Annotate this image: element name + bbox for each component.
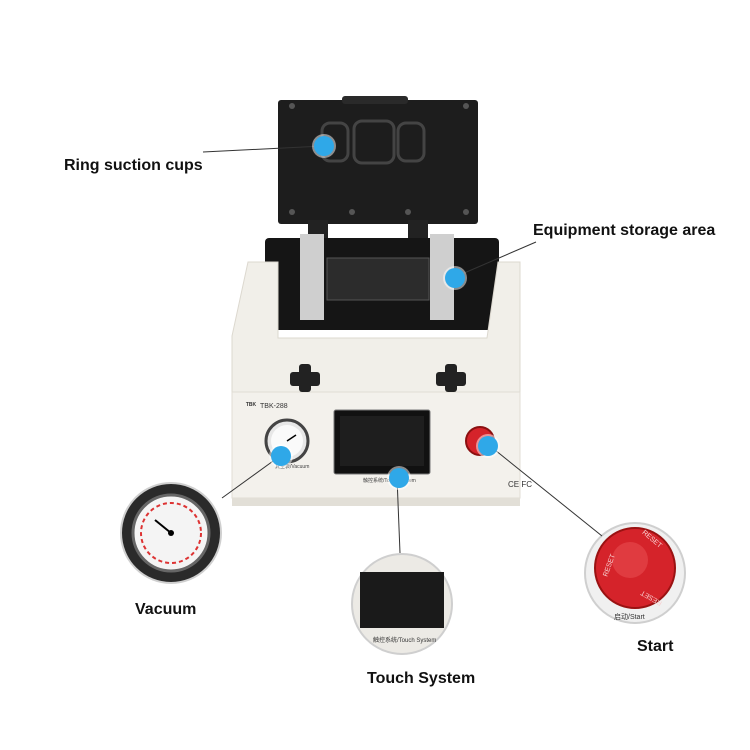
marker-storage-icon — [445, 268, 465, 288]
suction-cup-mid — [352, 119, 396, 165]
left-valve-knob — [290, 364, 320, 392]
marker-vacuum-icon — [271, 446, 291, 466]
right-valve-knob — [436, 364, 466, 392]
touch-system-label: Touch System — [367, 670, 476, 687]
touch-zoom-caption-wrap: 触控系统/Touch System — [351, 553, 453, 655]
suction-cup-right — [396, 121, 426, 163]
marker-start-icon — [478, 436, 498, 456]
model-label: TBK-288 — [260, 403, 288, 410]
marker-ring-suction-icon — [314, 136, 334, 156]
ring-suction-cups-label: Ring suction cups — [64, 157, 203, 174]
reset-text-bottom: RESET — [639, 588, 664, 607]
certification-marks: CE FC — [508, 480, 532, 489]
start-label: Start — [637, 638, 674, 655]
vacuum-label: Vacuum — [135, 601, 197, 618]
start-zoom-wrap: RESET RESET RESET 启动/Start — [584, 522, 686, 624]
brand-logo-text: TBK — [245, 402, 257, 408]
marker-touch-icon — [389, 468, 409, 488]
equipment-storage-area-label: Equipment storage area — [533, 222, 716, 239]
start-zoom-caption: 启动/Start — [614, 614, 645, 621]
vacuum-gauge-caption: 真空表/Vacuum — [275, 464, 310, 470]
touch-zoom-caption: 触控系统/Touch System — [373, 638, 437, 644]
reset-text-left: RESET — [602, 553, 617, 578]
reset-text-top: RESET — [640, 529, 663, 550]
